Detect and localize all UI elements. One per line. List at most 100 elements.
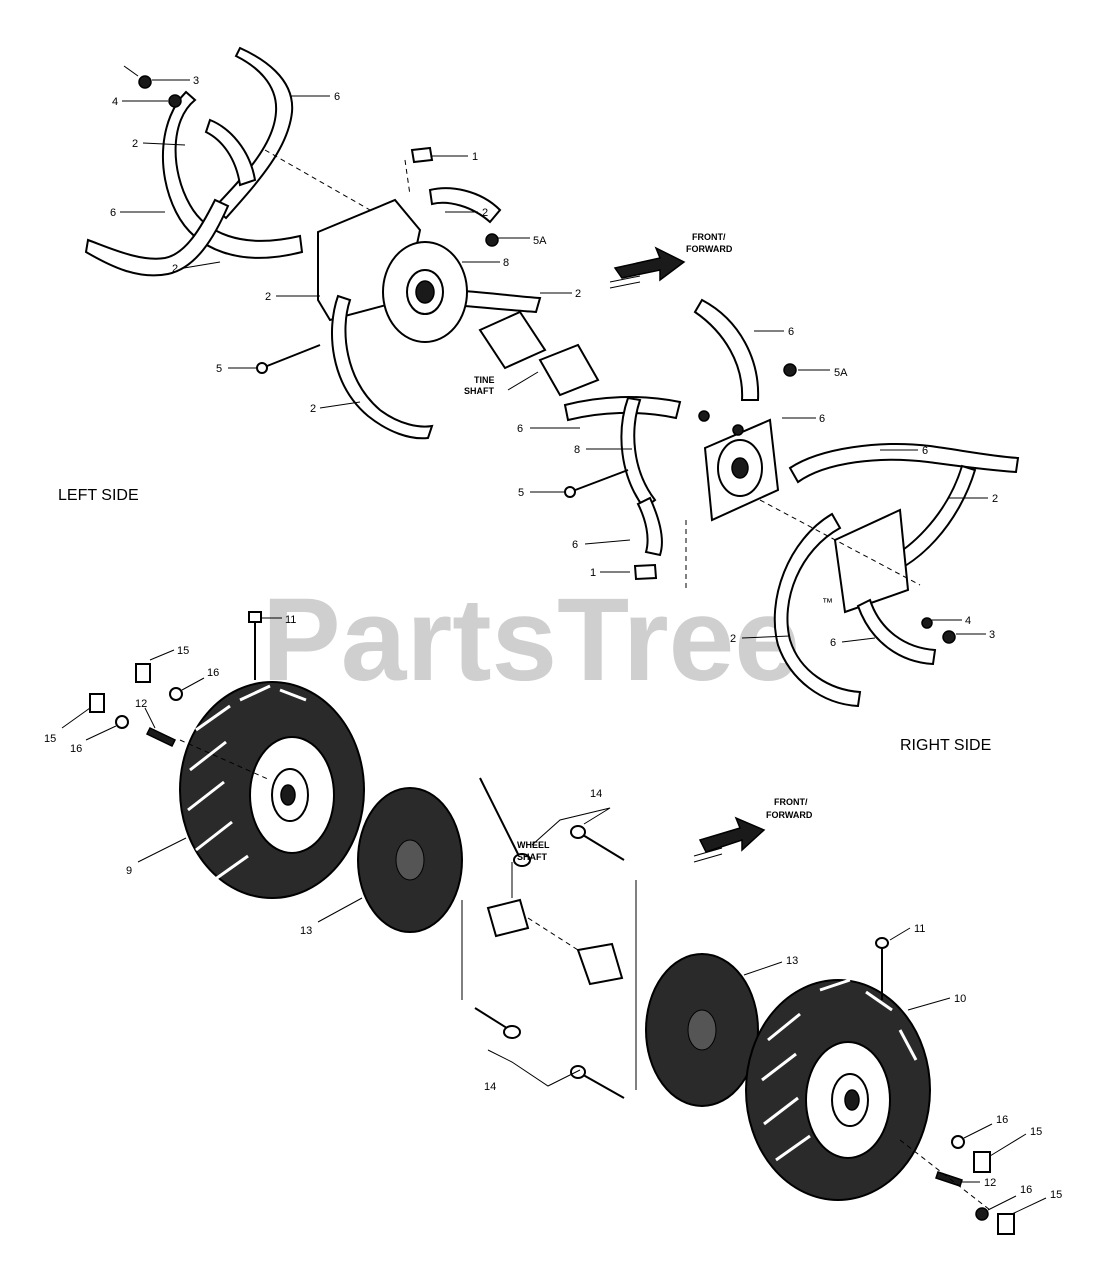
rt-hub-center	[731, 457, 749, 479]
callout-lt-8: 8	[503, 257, 509, 269]
callout-lw-15a: 15	[177, 645, 189, 657]
direction-arrow-icon-lower	[698, 816, 766, 853]
tine-shaft-label-line1: TINE	[474, 375, 495, 385]
callout-lt-2f: 2	[310, 403, 316, 415]
right-tine-assembly	[563, 298, 1020, 708]
callout-rt-1: 1	[590, 567, 596, 579]
rw-washer-16a	[951, 1135, 965, 1149]
callout-lt-2d: 2	[265, 291, 271, 303]
rt-bolt-1	[633, 563, 658, 581]
callout-rt-4: 4	[965, 615, 971, 627]
right-wheel-callouts: 11 13 10 16 15 12 16 15	[743, 923, 1062, 1215]
callout-rt-6f: 6	[830, 637, 836, 649]
bolt-14-upper-bracket	[531, 807, 611, 846]
callout-lt-5a: 5A	[533, 235, 547, 247]
tine-outer-left	[161, 90, 304, 259]
right-wheel-assembly	[645, 937, 1015, 1235]
callout-14b: 14	[484, 1081, 496, 1093]
callout-rt-2b: 2	[730, 633, 736, 645]
callout-lw-16a: 16	[207, 667, 219, 679]
left-wheel-assembly	[89, 611, 463, 933]
bolt-14a-lower-head	[503, 1025, 521, 1039]
lw-bolt-11-head	[248, 611, 262, 623]
rt-tine-plate	[833, 508, 910, 614]
callout-lw-16b: 16	[70, 743, 82, 755]
direction-arrow-icon-upper	[613, 246, 686, 282]
center-callouts: 14 14 WHEEL SHAFT	[484, 788, 602, 1093]
bolt-14b-upper	[577, 831, 625, 861]
rt-tine-outer-left	[773, 512, 862, 708]
lw-nut-15a	[135, 663, 151, 683]
callout-rw-11: 11	[914, 923, 925, 935]
watermark: PartsTree	[262, 574, 800, 706]
rt-nut-3	[942, 630, 956, 644]
callout-rt-5a: 5A	[834, 367, 848, 379]
bolt-1	[410, 146, 434, 164]
callout-rw-16b: 16	[1020, 1184, 1032, 1196]
wheel-shaft-assembly	[461, 777, 637, 1099]
tine-upper-right	[428, 187, 502, 224]
callout-rt-5: 5	[518, 487, 524, 499]
left-tine-callouts: 3 4 6 2 1 6 2 5A 8 2 2 2 5 2	[110, 65, 581, 415]
nut-5a	[485, 233, 499, 247]
callout-lt-2b: 2	[482, 207, 488, 219]
left-tine-assembly	[84, 46, 600, 440]
callout-rw-13: 13	[786, 955, 798, 967]
rt-bolt-5-shank	[569, 469, 629, 493]
watermark-trademark: ™	[822, 597, 833, 609]
front-forward-lower-line1: FRONT/	[774, 797, 808, 807]
callout-rw-12: 12	[984, 1177, 996, 1189]
callout-lt-4: 4	[112, 96, 118, 108]
left-tire-tread	[187, 684, 307, 882]
bolt-14-lower-bracket	[487, 1049, 581, 1087]
callout-14a: 14	[590, 788, 602, 800]
tine-shaft-front	[478, 310, 547, 370]
callout-rt-6e: 6	[572, 539, 578, 551]
wheel-shaft-dash	[527, 917, 579, 951]
callout-rt-2a: 2	[992, 493, 998, 505]
lw-align-line	[179, 739, 271, 781]
hub-center	[415, 280, 435, 304]
callout-lt-2c: 2	[172, 263, 178, 275]
rt-tine-right-long	[788, 443, 1020, 484]
rw-nut-15b	[997, 1213, 1015, 1235]
tine-shaft-rear	[538, 343, 600, 397]
nut-3	[138, 75, 152, 89]
bolt-14b-upper-head	[570, 825, 586, 839]
lw-pin-12	[145, 727, 177, 747]
callout-lt-3: 3	[193, 75, 199, 87]
callout-rt-6c: 6	[517, 423, 523, 435]
callout-rw-15b: 15	[1050, 1189, 1062, 1201]
right-side-label: RIGHT SIDE	[900, 737, 991, 754]
callout-rt-8: 8	[574, 444, 580, 456]
callout-rt-3: 3	[989, 629, 995, 641]
callout-rw-10: 10	[954, 993, 966, 1005]
washer-4	[168, 94, 182, 108]
bolt-14b-lower	[577, 1071, 625, 1099]
lw-washer-16a	[169, 687, 183, 701]
bolt-14a-lower	[474, 1007, 511, 1031]
front-forward-lower-line2: FORWARD	[766, 810, 813, 820]
right-rim-center	[844, 1089, 860, 1111]
rt-tine-foot	[636, 496, 663, 557]
bolt-5-head	[256, 362, 268, 374]
rw-nut-15a	[973, 1151, 991, 1173]
left-side-label: LEFT SIDE	[58, 487, 139, 504]
callout-rt-6b: 6	[819, 413, 825, 425]
align-line-a	[264, 149, 371, 211]
rw-pin-12	[935, 1171, 963, 1187]
front-forward-upper-line1: FRONT/	[692, 232, 726, 242]
callout-rt-6d: 6	[922, 445, 928, 457]
rt-align-line	[759, 499, 921, 586]
callout-lw-15b: 15	[44, 733, 56, 745]
bolt-14a-upper	[479, 777, 521, 859]
rt-nut-b	[698, 410, 710, 422]
rt-nut-a	[732, 424, 744, 436]
front-forward-upper-line2: FORWARD	[686, 244, 733, 254]
tine-shaft-label-line2: SHAFT	[464, 386, 494, 396]
rw-washer-16b	[975, 1207, 989, 1221]
right-tire-tread	[761, 978, 918, 1162]
tine-outer-bottom	[84, 198, 230, 277]
rt-tine-lower-right	[856, 598, 937, 666]
tine-outer-top	[212, 46, 294, 220]
